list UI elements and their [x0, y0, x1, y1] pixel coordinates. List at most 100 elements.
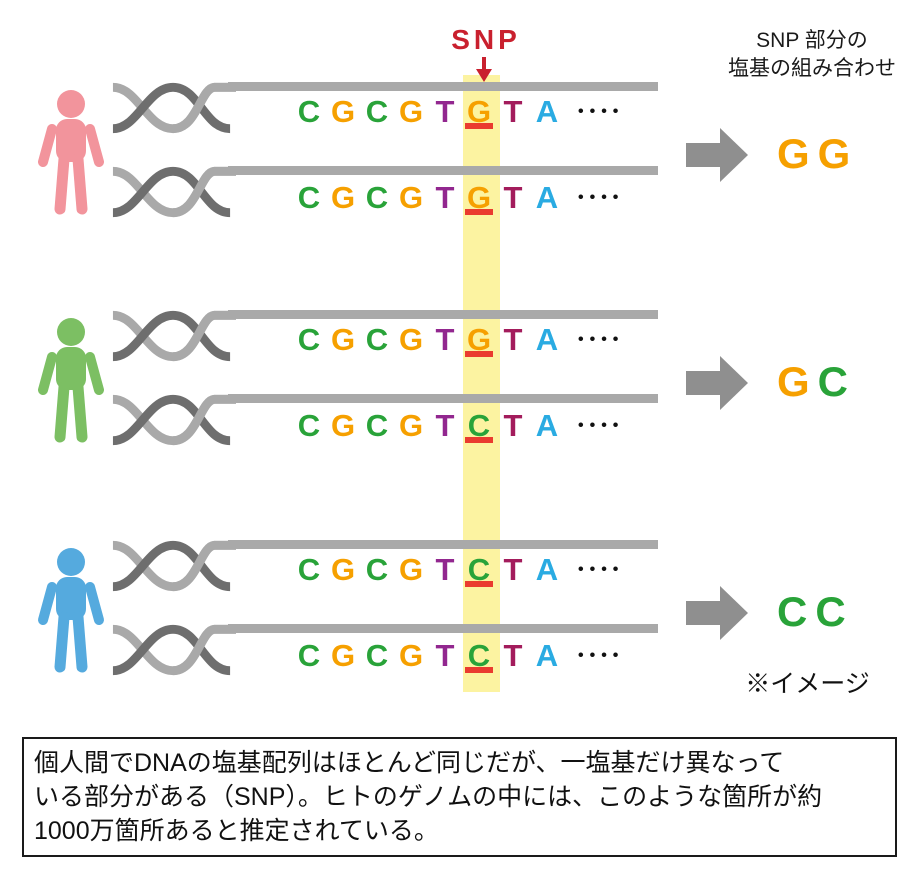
dna-helix-icon: [112, 540, 236, 592]
base-letter: G: [330, 638, 356, 673]
base-letter: G: [398, 94, 424, 129]
result-arrow-icon: [686, 356, 748, 410]
base-letter: C: [297, 552, 321, 587]
snp-base-letter: C: [462, 409, 496, 443]
base-letter: A: [535, 322, 559, 357]
base-letter: C: [297, 180, 321, 215]
dna-helix-icon: [112, 310, 236, 362]
base-letter: C: [297, 408, 321, 443]
base-letter: G: [398, 638, 424, 673]
sequence-ellipsis: ••••: [578, 417, 625, 434]
base-letter: A: [535, 408, 559, 443]
base-letter: A: [535, 94, 559, 129]
genotype-letter: C: [777, 588, 816, 635]
base-letter: C: [297, 638, 321, 673]
dna-strand-line: [228, 82, 658, 91]
dna-strand-line: [228, 166, 658, 175]
base-letter: T: [503, 180, 523, 215]
base-letter: G: [330, 322, 356, 357]
genotype-letter: G: [777, 130, 818, 177]
genotype-label: GC: [777, 357, 917, 407]
base-letter: C: [365, 180, 389, 215]
base-letter: T: [503, 94, 523, 129]
caption-line: 個人間でDNAの塩基配列はほとんど同じだが、一塩基だけ異なって: [34, 749, 785, 777]
result-header-line1: SNP 部分の: [756, 29, 868, 52]
result-arrow-icon: [686, 128, 748, 182]
base-letter: G: [330, 94, 356, 129]
dna-helix-icon: [112, 394, 236, 446]
base-letter: T: [503, 408, 523, 443]
dna-helix-icon: [112, 82, 236, 134]
caption-line: 1000万箇所あると推定されている。: [34, 817, 439, 845]
base-letter: C: [297, 94, 321, 129]
sequence-ellipsis: ••••: [578, 647, 625, 664]
caption-line: いる部分がある（SNP）。ヒトのゲノムの中には、このような箇所が約: [34, 783, 823, 811]
base-letter: T: [503, 322, 523, 357]
snp-base-letter: G: [462, 181, 496, 215]
base-letter: T: [503, 638, 523, 673]
result-header-line2: 塩基の組み合わせ: [728, 57, 896, 80]
sequence-ellipsis: ••••: [578, 561, 625, 578]
base-letter: C: [365, 638, 389, 673]
genotype-letter: G: [777, 358, 818, 405]
genotype-letter: C: [817, 358, 857, 405]
base-letter: G: [398, 322, 424, 357]
base-letter: C: [365, 408, 389, 443]
base-letter: G: [398, 408, 424, 443]
dna-helix-icon: [112, 166, 236, 218]
base-letter: C: [365, 94, 389, 129]
snp-down-arrow-icon: [476, 57, 492, 82]
snp-base-letter: G: [462, 95, 496, 129]
genotype-letter: G: [817, 130, 859, 177]
person-icon-blue: [38, 548, 104, 673]
snp-base-letter: C: [462, 553, 496, 587]
sequence-ellipsis: ••••: [578, 103, 625, 120]
base-letter: T: [435, 638, 455, 673]
person-icon-pink: [38, 90, 104, 215]
genotype-label: GG: [777, 129, 917, 179]
image-disclaimer-note: ※イメージ: [745, 670, 870, 698]
caption-box: 個人間でDNAの塩基配列はほとんど同じだが、一塩基だけ異なって いる部分がある（…: [22, 737, 897, 857]
person-icon-green: [38, 318, 104, 443]
base-letter: T: [435, 552, 455, 587]
result-header: SNP 部分の 塩基の組み合わせ: [712, 27, 912, 83]
dna-strand-line: [228, 624, 658, 633]
base-letter: C: [365, 322, 389, 357]
base-letter: G: [330, 180, 356, 215]
snp-base-letter: G: [462, 323, 496, 357]
sequence-ellipsis: ••••: [578, 189, 625, 206]
base-letter: T: [435, 180, 455, 215]
snp-highlight-column: [463, 75, 500, 692]
base-letter: G: [398, 552, 424, 587]
base-letter: C: [365, 552, 389, 587]
base-letter: T: [435, 408, 455, 443]
base-letter: C: [297, 322, 321, 357]
dna-strand-line: [228, 310, 658, 319]
base-letter: T: [435, 94, 455, 129]
snp-label: SNP: [451, 24, 521, 55]
base-letter: A: [535, 638, 559, 673]
base-letter: G: [398, 180, 424, 215]
dna-helix-icon: [112, 624, 236, 676]
result-arrow-icon: [686, 586, 748, 640]
snp-base-letter: C: [462, 639, 496, 673]
genotype-letter: C: [815, 588, 854, 635]
base-letter: T: [503, 552, 523, 587]
sequence-ellipsis: ••••: [578, 331, 625, 348]
genotype-label: CC: [777, 587, 917, 637]
base-letter: G: [330, 552, 356, 587]
base-letter: A: [535, 552, 559, 587]
dna-strand-line: [228, 540, 658, 549]
base-letter: A: [535, 180, 559, 215]
base-letter: G: [330, 408, 356, 443]
base-letter: T: [435, 322, 455, 357]
